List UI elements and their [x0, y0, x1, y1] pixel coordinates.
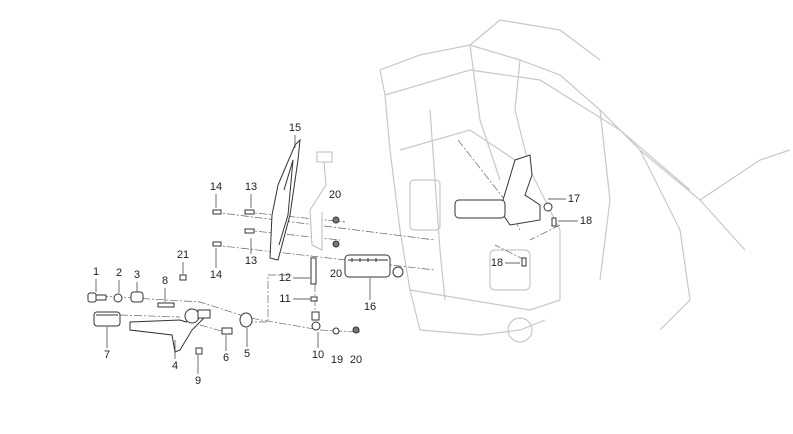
part-18-bolt	[521, 257, 527, 267]
callout-17: 17	[567, 193, 581, 205]
part-14-bolt	[212, 209, 222, 215]
callout-16: 16	[363, 301, 377, 313]
callout-1: 1	[92, 266, 100, 278]
part-19-washer	[332, 327, 340, 335]
callout-15: 15	[288, 122, 302, 134]
part-10-clevis	[311, 311, 321, 331]
part-3-bushing	[130, 291, 144, 303]
part-15-heel-guard	[269, 138, 301, 261]
part-16-footpeg	[344, 254, 404, 278]
callout-13: 13	[244, 255, 258, 267]
part-12-pushrod	[310, 257, 317, 285]
part-20-nut	[332, 216, 340, 224]
callout-11: 11	[279, 293, 291, 305]
callout-9: 9	[194, 375, 202, 387]
part-2-washer	[113, 293, 123, 303]
part-17-footpeg-bracket	[454, 154, 553, 226]
callout-2: 2	[115, 267, 123, 279]
parts	[87, 138, 557, 355]
callout-14: 14	[209, 269, 223, 281]
part-4-shift-lever	[129, 308, 211, 353]
callout-20: 20	[349, 354, 363, 366]
part-1-bolt	[87, 292, 107, 303]
part-13-bolt	[244, 228, 255, 234]
callout-10: 10	[311, 349, 325, 361]
callout-21: 21	[176, 249, 190, 261]
part-20-nut	[352, 326, 360, 334]
callout-6: 6	[222, 352, 230, 364]
part-13-bolt	[244, 209, 255, 215]
callout-18: 18	[579, 215, 593, 227]
callout-4: 4	[171, 360, 179, 372]
callout-18: 18	[490, 257, 504, 269]
callout-20: 20	[328, 189, 342, 201]
callout-leaders	[95, 135, 578, 374]
frame-outline	[379, 19, 791, 343]
callout-13: 13	[244, 181, 258, 193]
callout-8: 8	[161, 275, 169, 287]
part-7-shift-pedal	[93, 311, 121, 327]
part-14-bolt	[212, 241, 222, 247]
part-8-bolt	[157, 302, 175, 308]
part-20-nut	[332, 240, 340, 248]
part-6-bolt	[221, 327, 233, 335]
callout-14: 14	[209, 181, 223, 193]
part-21-nut	[179, 274, 187, 281]
callout-19: 19	[330, 354, 344, 366]
part-11-nut	[310, 296, 318, 302]
callout-5: 5	[243, 348, 251, 360]
callout-20: 20	[329, 268, 343, 280]
callout-3: 3	[133, 269, 141, 281]
callout-7: 7	[103, 349, 111, 361]
part-5-boot	[239, 312, 253, 328]
callout-12: 12	[278, 272, 292, 284]
part-brake-master-cylinder	[309, 151, 333, 251]
part-18-bolt	[551, 217, 557, 227]
part-9-nut	[195, 347, 203, 355]
